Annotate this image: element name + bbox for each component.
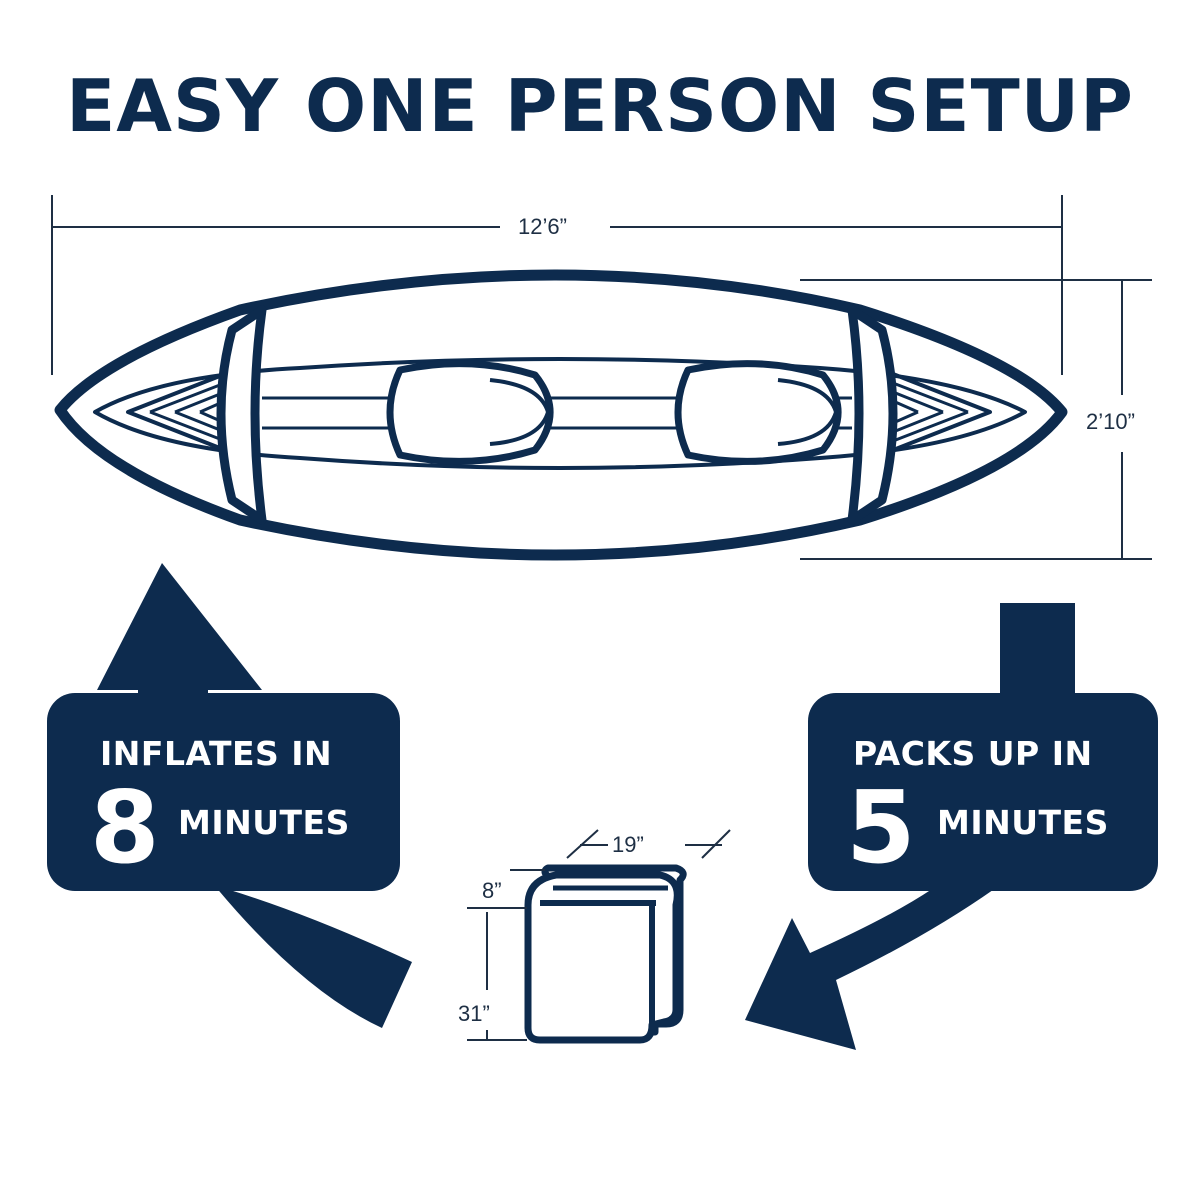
arrow-up-icon bbox=[97, 563, 412, 1028]
bag-height-label: 31” bbox=[458, 1001, 490, 1026]
pack-heading: PACKS UP IN bbox=[853, 734, 1093, 773]
bag-depth-label: 8” bbox=[482, 878, 502, 903]
length-dimension bbox=[51, 195, 1063, 375]
pack-badge bbox=[808, 693, 1158, 891]
width-label: 2’10” bbox=[1086, 409, 1135, 434]
width-dimension bbox=[800, 279, 1152, 560]
bag-dimensions bbox=[467, 829, 731, 1041]
pack-unit: MINUTES bbox=[937, 803, 1109, 842]
kayak-illustration bbox=[54, 269, 1068, 561]
inflate-unit: MINUTES bbox=[178, 803, 350, 842]
carry-bag-illustration bbox=[524, 864, 687, 1044]
arrow-down-icon bbox=[745, 603, 1075, 1050]
inflate-badge bbox=[47, 693, 400, 891]
length-label: 12’6” bbox=[518, 214, 567, 239]
pack-number: 5 bbox=[846, 769, 916, 886]
page-title: EASY ONE PERSON SETUP bbox=[66, 64, 1134, 148]
bag-width-label: 19” bbox=[612, 832, 644, 857]
inflate-number: 8 bbox=[90, 769, 160, 886]
inflate-heading: INFLATES IN bbox=[100, 734, 333, 773]
